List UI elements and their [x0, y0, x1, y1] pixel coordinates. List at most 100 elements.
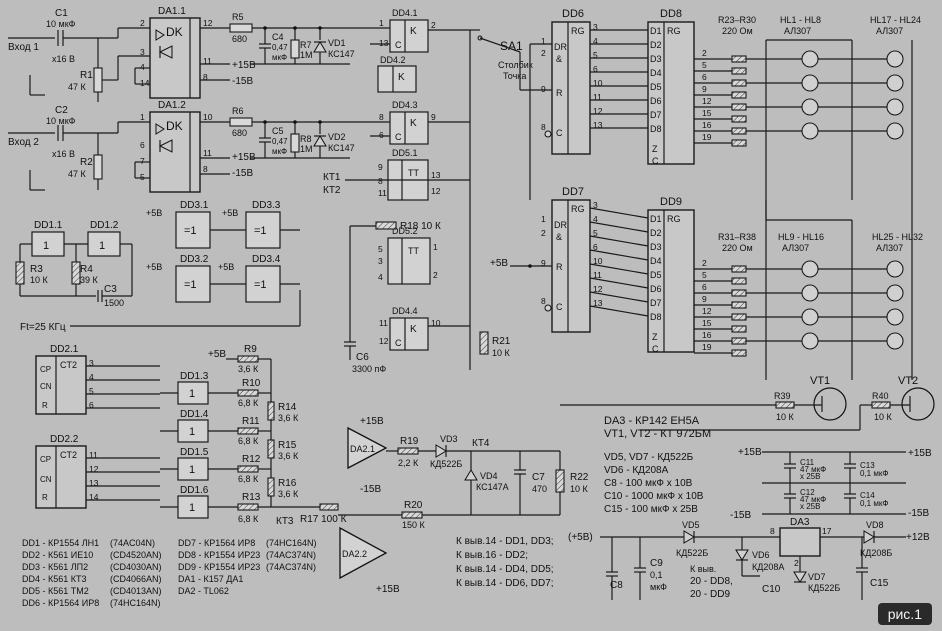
svg-text:6: 6: [702, 282, 707, 292]
r4-name: R4: [80, 264, 93, 275]
svg-text:13: 13: [89, 478, 99, 488]
svg-text:9: 9: [431, 112, 436, 122]
svg-text:CN: CN: [40, 382, 52, 391]
m5-dd33: +5В: [222, 208, 238, 218]
p5-dd7: +5В: [490, 258, 508, 269]
svg-text:11: 11: [203, 56, 212, 66]
svg-text:5: 5: [140, 172, 145, 182]
chip-dd4-2: DD4.2 K: [377, 55, 417, 93]
c12-value: 47 мкФ: [800, 495, 826, 504]
p5-power: (+5В): [568, 532, 593, 543]
svg-text:4: 4: [89, 372, 94, 382]
r16-name: R16: [278, 478, 297, 489]
p15-sup: +15В: [738, 447, 762, 458]
svg-text:6: 6: [89, 400, 94, 410]
hl1-type: АЛ307: [784, 26, 811, 36]
p15-da2: +15В: [360, 416, 384, 427]
r23-label: R23–R30: [718, 15, 756, 25]
c9-unit: мкФ: [650, 582, 667, 592]
svg-text:11: 11: [379, 318, 388, 328]
svg-text:8: 8: [203, 164, 208, 174]
svg-text:2: 2: [702, 48, 707, 58]
legend-1a: DD2 - К561 ИЕ10: [22, 550, 93, 560]
c10-label: C10: [762, 584, 781, 595]
c12-unit: x 25В: [800, 502, 820, 511]
r5-value: 680: [232, 34, 247, 44]
svg-text:K: K: [410, 118, 417, 129]
c3-value: 1500: [104, 298, 124, 308]
svg-text:D7: D7: [650, 298, 662, 308]
r39-name: R39: [774, 391, 791, 401]
m15-1: -15В: [232, 76, 253, 87]
svg-text:12: 12: [203, 18, 213, 28]
svg-text:CN: CN: [40, 475, 52, 484]
svg-text:2: 2: [702, 258, 707, 268]
svg-text:1: 1: [189, 426, 195, 438]
dd6-label: DD6: [562, 8, 584, 20]
vd6-value: КД208А: [752, 562, 784, 572]
da1-2-label: DA1.2: [158, 100, 186, 111]
note-vd6: VD6 - КД208А: [604, 465, 669, 476]
svg-text:15: 15: [702, 318, 712, 328]
svg-text:D8: D8: [650, 124, 662, 134]
dd3-2-label: DD3.2: [180, 254, 209, 265]
r11-name: R11: [242, 416, 260, 427]
svg-text:D6: D6: [650, 96, 662, 106]
dd9-label: DD9: [660, 196, 682, 208]
filter-chain-1: R5 680 C4 0,47 мкФ R7 1М VD1 КС147: [229, 12, 370, 65]
svg-text:10: 10: [593, 78, 603, 88]
r2-name: R2: [80, 157, 93, 168]
vd8-label: VD8: [866, 520, 884, 530]
svg-text:Z: Z: [652, 332, 658, 342]
legend-3a: DD4 - К561 КТ3: [22, 574, 87, 584]
svg-text:9: 9: [541, 84, 546, 94]
svg-text:TT: TT: [408, 246, 419, 256]
legend2-2a: DD9 - КР1554 ИР23: [178, 562, 260, 572]
svg-text:RG: RG: [667, 214, 681, 224]
p15-2: +15В: [232, 152, 256, 163]
input-channel-2: Вход 2 C2 10 мкФ x16 В R2 47 К: [8, 105, 150, 191]
dd1-6-label: DD1.6: [180, 485, 209, 496]
dd1-2-label: DD1.2: [90, 220, 119, 231]
svg-text:D6: D6: [650, 284, 662, 294]
c14-name: C14: [860, 491, 875, 500]
vd7-value: КД522Б: [808, 583, 840, 593]
dd4-3-label: DD4.3: [392, 100, 418, 110]
c4-name: C4: [272, 32, 284, 42]
svg-text:1: 1: [379, 18, 384, 28]
svg-text:1: 1: [43, 240, 49, 252]
dd4-4-label: DD4.4: [392, 306, 418, 316]
svg-text:R: R: [42, 401, 48, 410]
vd4-name: VD4: [480, 471, 498, 481]
note-vd5: VD5, VD7 - КД522Б: [604, 452, 694, 463]
svg-text:6: 6: [702, 72, 707, 82]
legend2-2b: (74AC374N): [266, 562, 316, 572]
r16-value: 3,6 К: [278, 489, 299, 499]
svg-text:12: 12: [702, 306, 712, 316]
legend2-1a: DD8 - КР1554 ИР23: [178, 550, 260, 560]
svg-text:CT2: CT2: [60, 360, 77, 370]
r19-value: 2,2 К: [398, 458, 419, 468]
legend-0a: DD1 - КР1554 ЛН1: [22, 538, 99, 548]
da3-box-label: DA3: [790, 517, 810, 528]
legend-1b: (CD4520AN): [110, 550, 162, 560]
input-2-label: Вход 2: [8, 137, 39, 148]
r14-name: R14: [278, 402, 297, 413]
chip-dd4-3: DD4.3 K C 869: [370, 100, 470, 145]
svg-text:2: 2: [541, 48, 546, 58]
svg-text:10: 10: [593, 256, 603, 266]
chip-dd5-2: DD5.2 TT 534 12: [378, 226, 438, 285]
da3-pin17: 17: [822, 526, 832, 536]
svg-text:9: 9: [702, 294, 707, 304]
r23-value: 220 Ом: [722, 26, 753, 36]
svg-text:C: C: [395, 40, 402, 50]
p5-r9: +5В: [208, 349, 226, 360]
svg-text:D5: D5: [650, 82, 662, 92]
r9-value: 3,6 К: [238, 364, 259, 374]
r3-value: 10 К: [30, 275, 49, 285]
svg-text:12: 12: [702, 96, 712, 106]
